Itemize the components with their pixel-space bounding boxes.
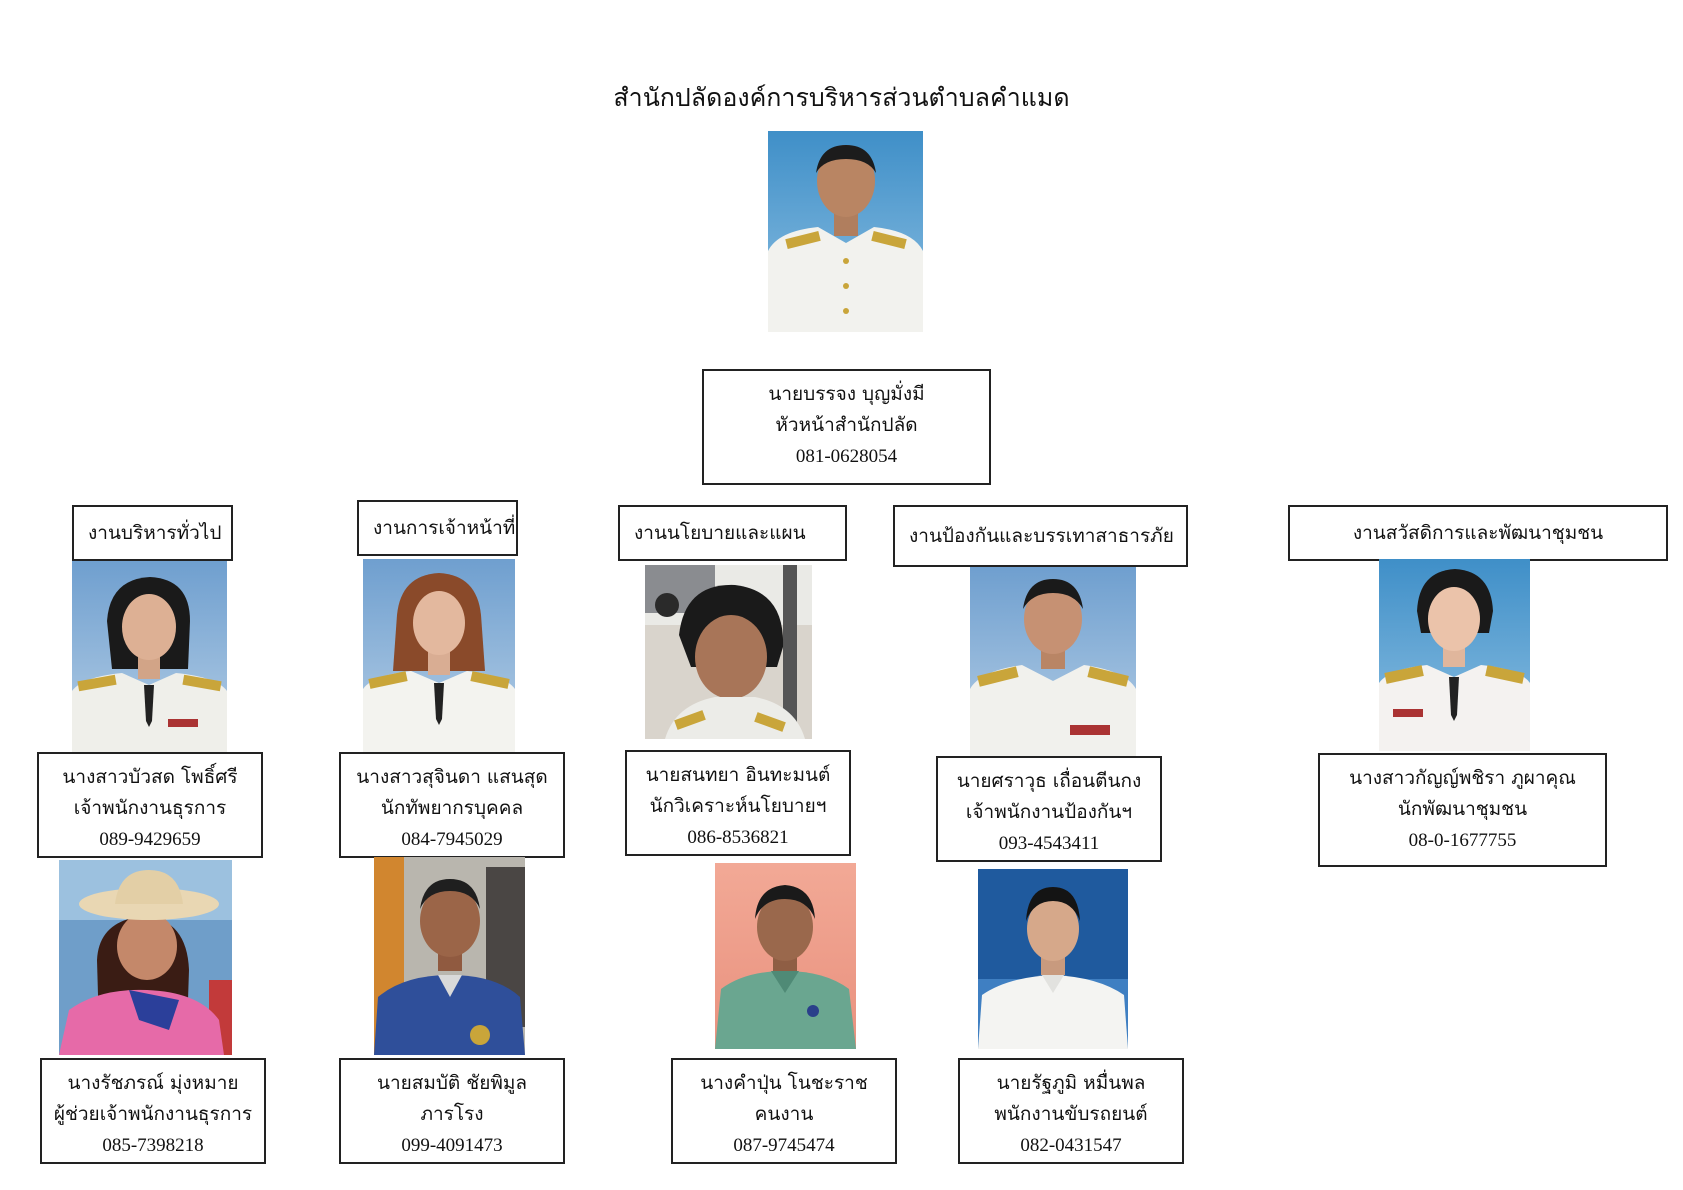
staff-name-2: นางสาวสุจินดา แสนสุด	[356, 766, 548, 788]
department-welfare-community: งานสวัสดิการและพัฒนาชุมชน	[1288, 505, 1668, 561]
staff-phone-2: 084-7945029	[401, 829, 503, 850]
department-policy-planning: งานนโยบายและแผน	[618, 505, 847, 561]
staff-photo-7	[374, 857, 525, 1055]
staff-position-3: นักวิเคราะห์นโยบายฯ	[649, 795, 827, 817]
staff-box-7: นายสมบัติ ชัยพิมูล ภารโรง 099-4091473	[339, 1058, 565, 1164]
staff-phone-6: 085-7398218	[102, 1135, 204, 1156]
head-info-box: นายบรรจง บุญมั่งมี หัวหน้าสำนักปลัด 081-…	[702, 369, 991, 485]
staff-photo-5	[1379, 559, 1530, 751]
staff-photo-6	[59, 860, 232, 1055]
staff-position-9: พนักงานขับรถยนต์	[994, 1103, 1148, 1125]
staff-position-2: นักทัพยากรบุคคล	[380, 797, 524, 819]
staff-phone-5: 08-0-1677755	[1408, 830, 1517, 851]
head-photo	[768, 131, 923, 332]
staff-photo-1	[72, 561, 227, 754]
page-title: สำนักปลัดองค์การบริหารส่วนตำบลคำแมด	[613, 83, 1070, 112]
staff-box-5: นางสาวกัญญ์พชิรา ภูผาคุณ นักพัฒนาชุมชน 0…	[1318, 753, 1607, 867]
head-name: นายบรรจง บุญมั่งมี	[768, 383, 925, 405]
staff-name-7: นายสมบัติ ชัยพิมูล	[376, 1072, 528, 1094]
staff-phone-1: 089-9429659	[99, 829, 201, 850]
staff-box-6: นางรัชภรณ์ มุ่งหมาย ผู้ช่วยเจ้าพนักงานธุ…	[40, 1058, 266, 1164]
staff-box-1: นางสาวบัวสด โพธิ์ศรี เจ้าพนักงานธุรการ 0…	[37, 752, 263, 858]
staff-position-7: ภารโรง	[420, 1103, 484, 1125]
staff-position-8: คนงาน	[754, 1103, 814, 1125]
staff-name-9: นายรัฐภูมิ หมื่นพล	[996, 1072, 1146, 1094]
staff-photo-2	[363, 559, 515, 754]
staff-phone-7: 099-4091473	[401, 1135, 503, 1156]
staff-position-5: นักพัฒนาชุมชน	[1397, 798, 1528, 820]
department-disaster-prevention: งานป้องกันและบรรเทาสาธารภัย	[893, 505, 1188, 567]
staff-photo-4	[970, 567, 1136, 756]
department-general-admin: งานบริหารทั่วไป	[72, 505, 233, 561]
staff-name-1: นางสาวบัวสด โพธิ์ศรี	[62, 766, 238, 788]
staff-position-1: เจ้าพนักงานธุรการ	[73, 797, 227, 819]
staff-name-4: นายศราวุธ เถื่อนตีนกง	[956, 770, 1142, 792]
department-personnel: งานการเจ้าหน้าที่	[357, 500, 518, 556]
staff-photo-3	[645, 565, 812, 739]
staff-position-4: เจ้าพนักงานป้องกันฯ	[965, 801, 1133, 823]
staff-phone-9: 082-0431547	[1020, 1135, 1122, 1156]
staff-box-8: นางคำปุ่น โนชะราช คนงาน 087-9745474	[671, 1058, 897, 1164]
staff-name-6: นางรัชภรณ์ มุ่งหมาย	[67, 1072, 239, 1094]
staff-phone-8: 087-9745474	[733, 1135, 835, 1156]
staff-box-3: นายสนทยา อินทะมนต์ นักวิเคราะห์นโยบายฯ 0…	[625, 750, 851, 856]
staff-phone-4: 093-4543411	[998, 833, 1100, 854]
staff-box-2: นางสาวสุจินดา แสนสุด นักทัพยากรบุคคล 084…	[339, 752, 565, 858]
staff-name-5: นางสาวกัญญ์พชิรา ภูผาคุณ	[1349, 767, 1576, 789]
head-phone: 081-0628054	[795, 446, 898, 467]
staff-box-4: นายศราวุธ เถื่อนตีนกง เจ้าพนักงานป้องกัน…	[936, 756, 1162, 862]
staff-position-6: ผู้ช่วยเจ้าพนักงานธุรการ	[53, 1103, 253, 1125]
staff-photo-8	[715, 863, 856, 1049]
staff-photo-9	[978, 869, 1128, 1049]
staff-name-3: นายสนทยา อินทะมนต์	[645, 764, 831, 786]
staff-box-9: นายรัฐภูมิ หมื่นพล พนักงานขับรถยนต์ 082-…	[958, 1058, 1184, 1164]
staff-name-8: นางคำปุ่น โนชะราช	[700, 1072, 868, 1094]
staff-phone-3: 086-8536821	[687, 827, 789, 848]
head-position: หัวหน้าสำนักปลัด	[775, 414, 918, 436]
